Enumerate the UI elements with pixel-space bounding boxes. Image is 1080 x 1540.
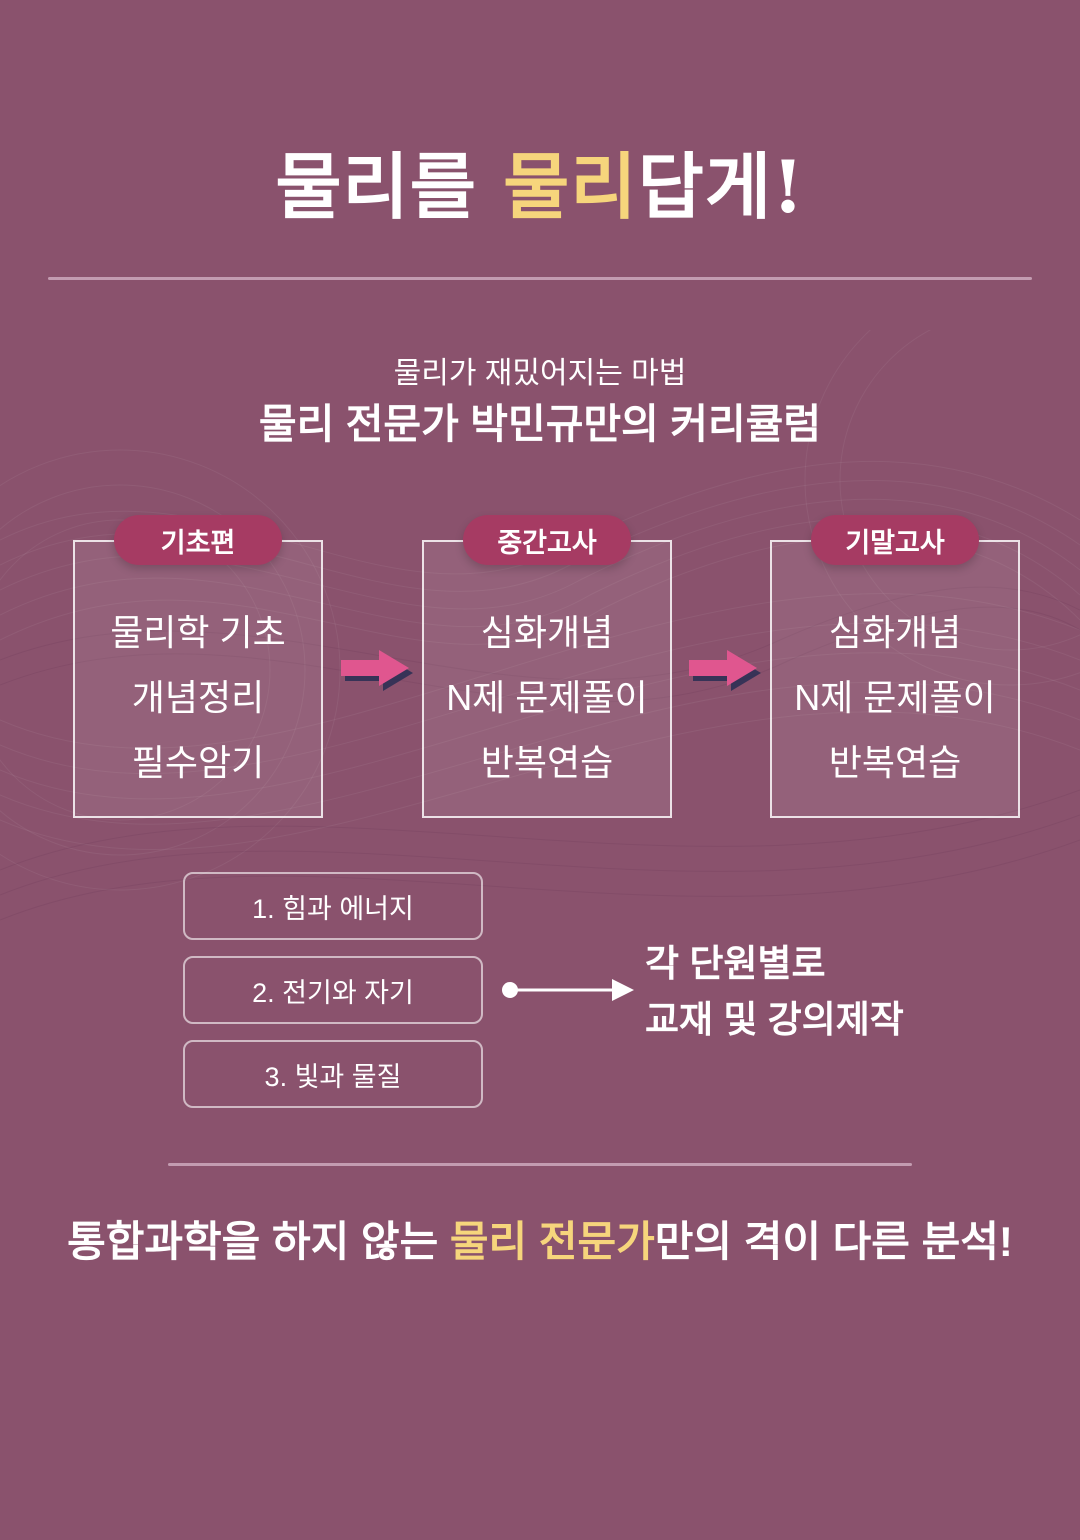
card-content-final: 심화개념 N제 문제풀이 반복연습 [772,600,1018,795]
flow-arrow-icon [341,650,409,692]
units-note-line1: 각 단원별로 [645,943,826,984]
footer-headline: 통합과학을 하지 않는 물리 전문가만의 격이 다른 분석! [0,1208,1080,1269]
units-note: 각 단원별로 교재 및 강의제작 [645,936,904,1048]
unit-label: 1. 힘과 에너지 [252,893,414,924]
card-line: N제 문제풀이 [446,677,648,718]
footer-prefix: 통합과학을 하지 않는 [67,1218,450,1265]
pointer-arrow-icon [500,970,640,1015]
curriculum-card-final: 기말고사 심화개념 N제 문제풀이 반복연습 [770,515,1020,818]
unit-label: 3. 빛과 물질 [264,1061,402,1092]
intro-heading-bold: 박민규만의 커리큘럼 [470,401,822,447]
unit-box-electricity-magnetism: 2. 전기와 자기 [183,956,483,1024]
footer-suffix: 만의 격이 다른 분석! [654,1218,1013,1265]
unit-box-force-energy: 1. 힘과 에너지 [183,872,483,940]
flow-arrow-icon [689,650,757,692]
card-line: 반복연습 [480,742,614,783]
intro-heading-prefix: 물리 전문가 [258,401,471,447]
card-line: 반복연습 [828,742,962,783]
card-badge-basics: 기초편 [114,515,282,565]
card-line: N제 문제풀이 [794,677,996,718]
card-badge-midterm: 중간고사 [463,515,631,565]
card-badge-final: 기말고사 [811,515,979,565]
page-title: 물리를 물리답게! [0,128,1080,233]
intro-tagline: 물리가 재밌어지는 마법 [393,357,687,390]
title-part2: 답게! [637,144,805,229]
unit-label: 2. 전기와 자기 [252,977,414,1008]
card-content-midterm: 심화개념 N제 문제풀이 반복연습 [424,600,670,795]
footer-highlight: 물리 전문가 [449,1218,655,1265]
card-line: 필수암기 [131,742,265,783]
unit-box-light-matter: 3. 빛과 물질 [183,1040,483,1108]
top-divider [48,277,1032,280]
card-content-basics: 물리학 기초 개념정리 필수암기 [75,600,321,795]
card-line: 심화개념 [480,612,614,653]
intro-heading: 물리 전문가 박민규만의 커리큘럼 [0,390,1080,450]
curriculum-card-midterm: 중간고사 심화개념 N제 문제풀이 반복연습 [422,515,672,818]
card-line: 심화개념 [828,612,962,653]
title-part1: 물리를 [275,144,504,229]
curriculum-card-basics: 기초편 물리학 기초 개념정리 필수암기 [73,515,323,818]
card-line: 물리학 기초 [110,612,286,653]
title-highlight: 물리 [503,144,638,229]
bottom-divider [168,1163,912,1166]
card-line: 개념정리 [131,677,265,718]
units-note-line2: 교재 및 강의제작 [645,999,904,1040]
